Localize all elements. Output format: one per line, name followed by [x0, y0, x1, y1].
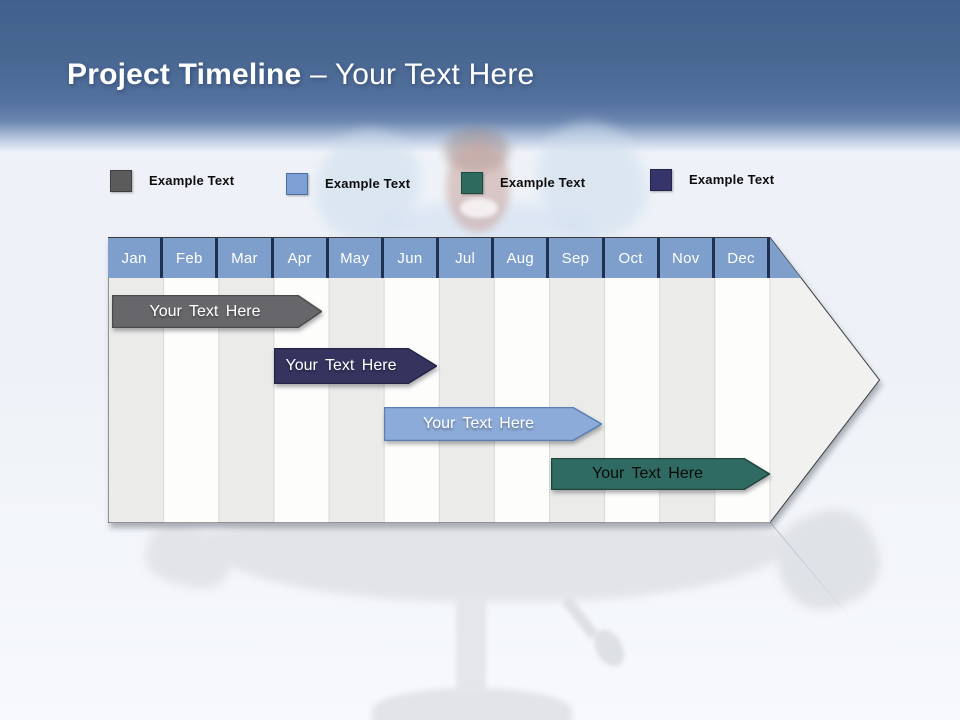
legend-label: Example Text: [689, 172, 775, 187]
legend-item-navy: Example Text: [650, 169, 774, 191]
legend-swatch-teal: [461, 172, 483, 194]
chair-shadow-line: [770, 522, 855, 623]
month-cell-dec[interactable]: Dec: [714, 238, 771, 278]
slide-title-subtitle: – Your Text Here: [309, 58, 535, 91]
bar-label: Your Text Here: [423, 415, 534, 432]
photo-mouth: [460, 198, 498, 218]
month-cell-oct[interactable]: Oct: [604, 238, 660, 278]
legend-label: Example Text: [500, 175, 586, 190]
month-cell-aug[interactable]: Aug: [494, 238, 550, 278]
month-cell-sep[interactable]: Sep: [549, 238, 605, 278]
legend-item-light-blue: Example Text: [286, 173, 410, 195]
bar-arrow-blue: [384, 407, 602, 441]
legend-swatch-light-blue: [286, 173, 308, 195]
slide-title: Project Timeline – Your Text Here: [67, 58, 534, 92]
month-cell-apr[interactable]: Apr: [273, 238, 329, 278]
bar-arrow-navy: [274, 348, 437, 384]
timeline-bar-3[interactable]: Your Text Here: [384, 407, 602, 441]
bar-arrow-teal: [551, 458, 770, 490]
month-cell-jul[interactable]: Jul: [439, 238, 495, 278]
header-band: [0, 0, 960, 152]
timeline-chart: Jan Feb Mar Apr May Jun Jul Aug Sep Oct …: [108, 237, 880, 523]
legend-label: Example Text: [149, 173, 235, 188]
bar-label: Your Text Here: [285, 357, 397, 374]
bar-label: Your Text Here: [592, 465, 703, 482]
slide-title-main: Project Timeline: [67, 58, 302, 91]
chair-lever: [562, 596, 599, 640]
legend-label: Example Text: [325, 176, 411, 191]
legend-swatch-gray: [110, 170, 132, 192]
legend-swatch-navy: [650, 169, 672, 191]
legend-item-teal: Example Text: [461, 172, 585, 194]
chair-lever-knob: [587, 624, 631, 672]
bar-arrow-gray: [112, 295, 322, 328]
chair-armrest-left: [140, 518, 237, 596]
chair-base: [372, 688, 572, 720]
timeline-bar-2[interactable]: Your Text Here: [274, 348, 437, 384]
month-cell-jan[interactable]: Jan: [108, 238, 164, 278]
bar-label: Your Text Here: [149, 302, 261, 320]
chair-cylinder: [456, 598, 486, 692]
month-cell-may[interactable]: May: [328, 238, 384, 278]
timeline-bar-1[interactable]: Your Text Here: [112, 295, 322, 328]
chair-seat: [205, 524, 790, 602]
month-header-row: Jan Feb Mar Apr May Jun Jul Aug Sep Oct …: [108, 238, 771, 278]
month-cell-feb[interactable]: Feb: [163, 238, 219, 278]
month-cell-mar[interactable]: Mar: [218, 238, 274, 278]
month-cell-nov[interactable]: Nov: [659, 238, 715, 278]
month-cell-jun[interactable]: Jun: [383, 238, 440, 278]
timeline-bar-4[interactable]: Your Text Here: [551, 458, 770, 490]
legend-item-gray: Example Text: [110, 170, 234, 192]
